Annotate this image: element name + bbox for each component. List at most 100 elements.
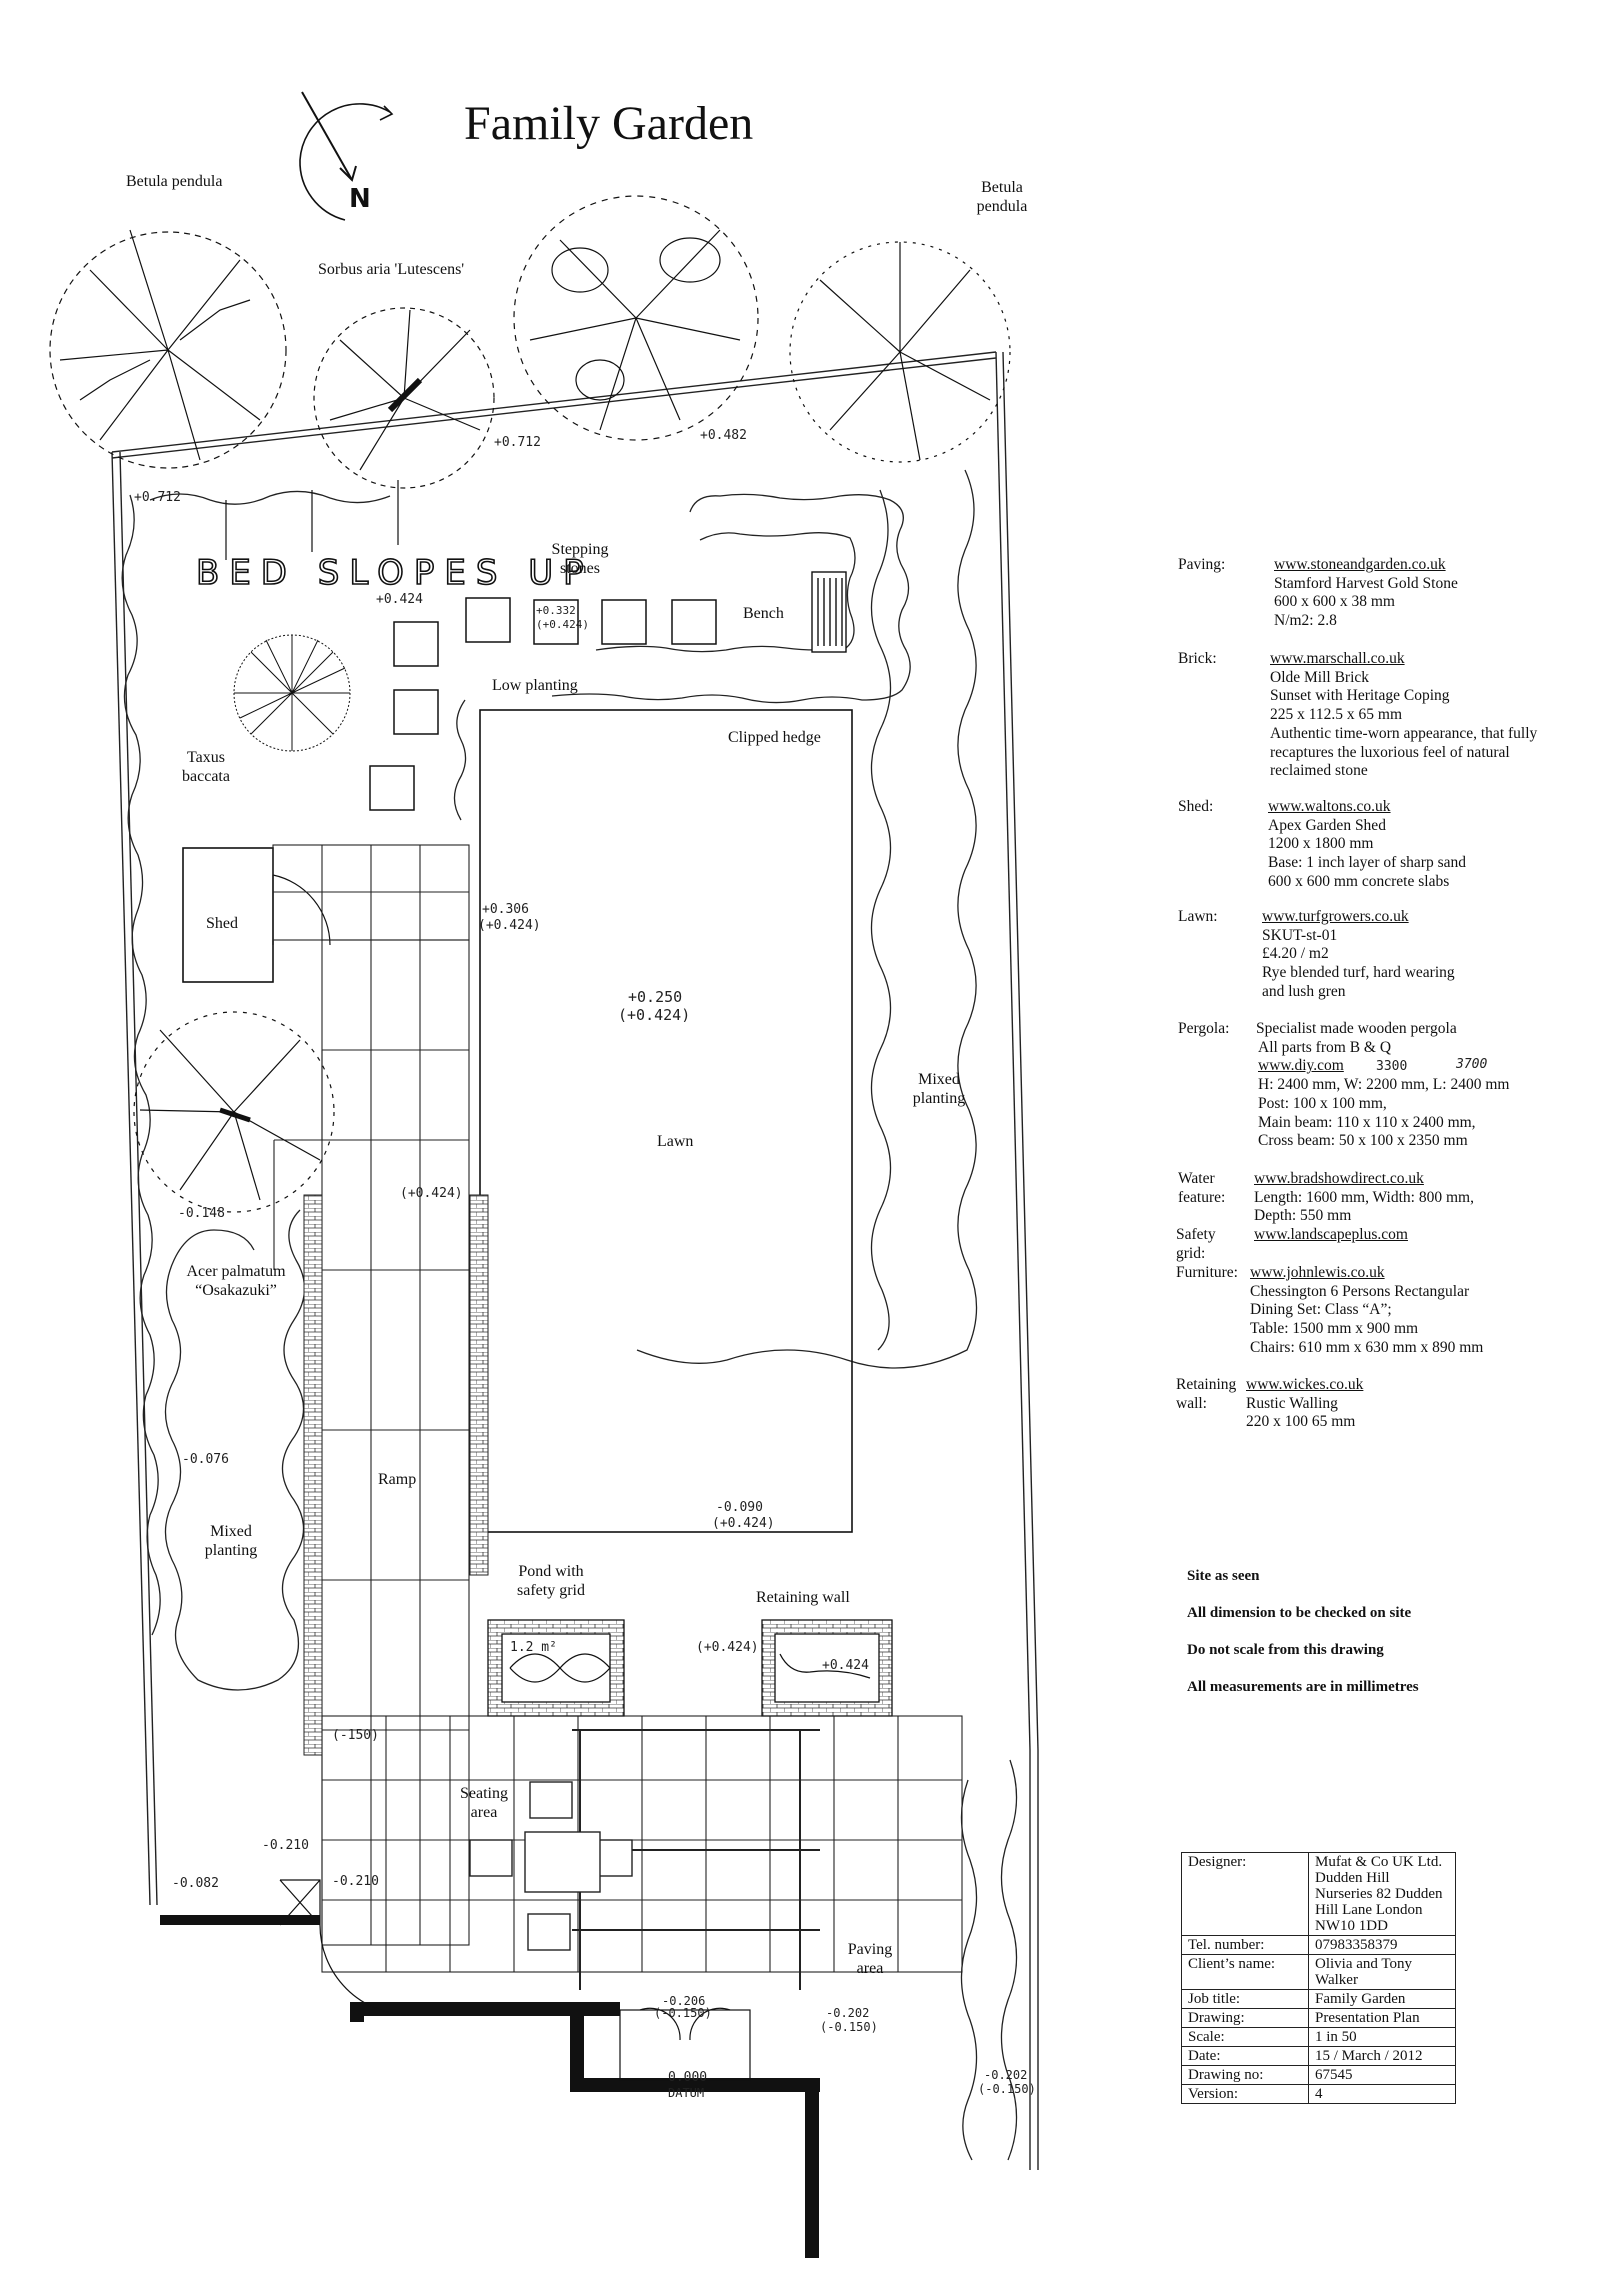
label-taxus: Taxus baccata bbox=[182, 749, 230, 785]
level-marker: DATUM bbox=[668, 2086, 705, 2100]
spec-line: Rustic Walling bbox=[1246, 1394, 1338, 1412]
level-marker: +0.424 bbox=[822, 1658, 869, 1673]
spec-line: Dining Set: Class “A”; bbox=[1250, 1301, 1392, 1319]
seating-paving bbox=[321, 1715, 963, 1990]
level-marker: +0.332 bbox=[536, 604, 576, 617]
level-marker: +0.250 bbox=[628, 988, 683, 1006]
title-block-row: Drawing no:67545 bbox=[1181, 2065, 1456, 2085]
title-block-value: Family Garden bbox=[1308, 1989, 1456, 2009]
label-stepping-stones: Stepping stones bbox=[551, 541, 609, 577]
label-paving-area: Paving area bbox=[847, 1941, 893, 1977]
spec-line: £4.20 / m2 bbox=[1262, 945, 1329, 963]
spec-line: reclaimed stone bbox=[1270, 762, 1368, 780]
level-marker: (+0.424) bbox=[712, 1516, 775, 1531]
drawing-notes: Site as seen All dimension to be checked… bbox=[1187, 1568, 1419, 1716]
spec-line: Main beam: 110 x 110 x 2400 mm, bbox=[1258, 1113, 1476, 1131]
spec-link[interactable]: www.turfgrowers.co.uk bbox=[1262, 908, 1409, 925]
label-ramp: Ramp bbox=[378, 1471, 417, 1488]
spec-line: 600 x 600 x 38 mm bbox=[1274, 593, 1395, 611]
spec-line: Rye blended turf, hard wearing bbox=[1262, 964, 1455, 982]
title-block-value: Presentation Plan bbox=[1308, 2008, 1456, 2028]
title-block-value: 07983358379 bbox=[1308, 1935, 1456, 1955]
title-block-value: 4 bbox=[1308, 2084, 1456, 2104]
spec-line: Sunset with Heritage Coping bbox=[1270, 687, 1450, 705]
title-block-row: Version:4 bbox=[1181, 2084, 1456, 2104]
betula-tree-right bbox=[789, 241, 1011, 463]
label-pond: Pond with safety grid bbox=[517, 1563, 585, 1599]
note: All dimension to be checked on site bbox=[1187, 1605, 1412, 1621]
level-marker: (-0.150) bbox=[820, 2020, 878, 2034]
title-block-key: Drawing no: bbox=[1181, 2065, 1309, 2085]
spec-line: Table: 1500 mm x 900 mm bbox=[1250, 1320, 1419, 1338]
spec-link[interactable]: www.marschall.co.uk bbox=[1270, 650, 1405, 667]
spec-line: H: 2400 mm, W: 2200 mm, L: 2400 mm bbox=[1258, 1076, 1510, 1094]
title-block-value: 1 in 50 bbox=[1308, 2027, 1456, 2047]
spec-label: Safety grid: bbox=[1176, 1226, 1216, 1262]
north-arrow bbox=[299, 91, 394, 221]
page-title: Family Garden bbox=[464, 97, 754, 150]
spec-line: Post: 100 x 100 mm, bbox=[1258, 1094, 1387, 1112]
level-marker: +0.306 bbox=[482, 902, 529, 917]
label-bed-slopes: BED SLOPES UP bbox=[195, 552, 594, 594]
ramp-retaining-wall bbox=[469, 1194, 489, 1576]
spec-label: feature: bbox=[1178, 1188, 1226, 1206]
spec-line: Specialist made wooden pergola bbox=[1256, 1020, 1457, 1037]
title-block-value: Olivia and Tony Walker bbox=[1308, 1954, 1456, 1990]
large-tree-center bbox=[513, 195, 759, 441]
label-lawn: Lawn bbox=[657, 1133, 694, 1150]
level-marker: (+0.424) bbox=[400, 1186, 463, 1201]
title-block-key: Drawing: bbox=[1181, 2008, 1309, 2028]
spec-line: recaptures the luxorious feel of natural bbox=[1270, 743, 1510, 761]
spec-line: Authentic time-worn appearance, that ful… bbox=[1270, 724, 1538, 742]
spec-label: Brick: bbox=[1178, 650, 1217, 667]
level-marker: -0.090 bbox=[716, 1500, 763, 1515]
level-marker: (+0.424) bbox=[618, 1006, 691, 1024]
spec-link[interactable]: www.waltons.co.uk bbox=[1268, 798, 1391, 815]
spec-label: Retaining bbox=[1176, 1376, 1237, 1393]
level-marker: (+0.424) bbox=[536, 618, 589, 631]
spec-link[interactable]: www.johnlewis.co.uk bbox=[1250, 1264, 1385, 1281]
title-block-value: Mufat & Co UK Ltd. Dudden Hill Nurseries… bbox=[1308, 1852, 1456, 1936]
spec-link[interactable]: www.wickes.co.uk bbox=[1246, 1376, 1364, 1393]
spec-line: 1200 x 1800 mm bbox=[1268, 835, 1374, 853]
level-marker: -0.206 bbox=[662, 1994, 706, 2008]
label-low-planting: Low planting bbox=[492, 677, 578, 694]
level-marker: 0.000 bbox=[668, 2070, 708, 2085]
acer-tree bbox=[133, 1011, 335, 1213]
spec-link[interactable]: www.bradshowdirect.co.uk bbox=[1254, 1170, 1424, 1187]
label-pond-area: 1.2 m² bbox=[510, 1640, 557, 1655]
title-block: Designer:Mufat & Co UK Ltd. Dudden Hill … bbox=[1181, 1852, 1456, 2104]
bed-markers bbox=[225, 480, 399, 560]
pond bbox=[487, 1619, 625, 1717]
spec-link[interactable]: www.stoneandgarden.co.uk bbox=[1274, 556, 1446, 573]
spec-line: Cross beam: 50 x 100 x 2350 mm bbox=[1258, 1132, 1468, 1150]
level-marker: -0.202 bbox=[984, 2068, 1028, 2082]
level-marker: -0.076 bbox=[182, 1452, 229, 1467]
title-block-key: Date: bbox=[1181, 2046, 1309, 2066]
title-block-row: Drawing:Presentation Plan bbox=[1181, 2008, 1456, 2028]
spec-line: N/m2: 2.8 bbox=[1274, 612, 1337, 630]
spec-line: Apex Garden Shed bbox=[1268, 816, 1386, 834]
spec-label: Water bbox=[1178, 1170, 1215, 1187]
spec-link[interactable]: www.landscapeplus.com bbox=[1254, 1226, 1408, 1243]
bench bbox=[811, 571, 847, 653]
spec-label: Paving: bbox=[1178, 556, 1226, 573]
note: Site as seen bbox=[1187, 1568, 1260, 1584]
spec-label: Lawn: bbox=[1178, 908, 1218, 925]
door bbox=[279, 1879, 751, 2081]
label-acer: Acer palmatum “Osakazuki” bbox=[186, 1263, 286, 1299]
spec-line: Base: 1 inch layer of sharp sand bbox=[1268, 854, 1466, 872]
spec-link[interactable]: www.diy.com bbox=[1258, 1057, 1344, 1075]
spec-label: Furniture: bbox=[1176, 1264, 1238, 1281]
level-marker: +0.712 bbox=[134, 490, 181, 505]
label-betula-right: Betula pendula bbox=[976, 179, 1028, 215]
level-marker: (-150) bbox=[332, 1728, 379, 1743]
label-betula-left: Betula pendula bbox=[126, 173, 223, 190]
level-marker: +0.424 bbox=[376, 592, 423, 607]
sorbus-tree bbox=[313, 307, 495, 489]
title-block-key: Version: bbox=[1181, 2084, 1309, 2104]
spec-line: All parts from B & Q bbox=[1258, 1038, 1392, 1056]
title-block-row: Job title:Family Garden bbox=[1181, 1989, 1456, 2009]
label-sorbus: Sorbus aria 'Lutescens' bbox=[318, 261, 465, 278]
spec-line: Chessington 6 Persons Rectangular bbox=[1250, 1282, 1470, 1300]
